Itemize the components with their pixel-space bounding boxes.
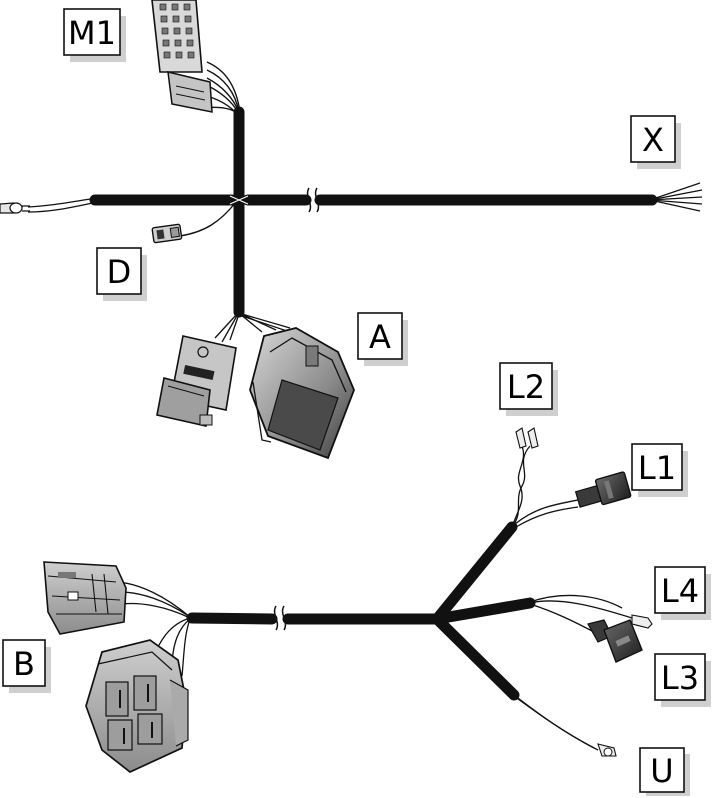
label-d-box: D [96,247,147,301]
label-l4: L4 [661,572,699,610]
label-l3-box: L3 [654,653,711,707]
left-terminal [0,202,30,214]
label-x-box: X [630,115,681,169]
d-connector [151,223,183,244]
u-wires [513,694,599,751]
d-wire [179,201,237,237]
label-a: A [369,318,391,356]
label-u: U [650,752,673,790]
l1-connector [574,471,632,508]
x-wire-ends [649,182,703,212]
label-l3: L3 [661,659,699,697]
branch-to-l3-l4 [431,597,536,625]
label-m1-box: M1 [63,8,126,62]
l1-wire [514,499,579,525]
label-b: B [13,645,35,683]
l2-twisted-wires [511,445,531,528]
l2-terminals [515,427,539,449]
upper-harness [0,0,703,460]
label-u-box: U [639,747,690,796]
label-l2-box: L2 [499,362,558,416]
lower-trunk-left [186,612,278,625]
junction-crossover [229,195,249,205]
m1-connector [151,0,213,113]
l3-l4-wires [529,594,633,633]
left-wire-ends [27,197,98,213]
branch-to-u [431,613,520,701]
label-l1: L1 [638,449,676,487]
label-b-box: B [2,639,51,693]
l1-wire-2 [515,506,579,528]
l4-terminal [631,614,653,629]
a-small-connector [156,335,237,427]
label-l1-box: L1 [631,443,688,497]
a-wires [214,313,303,343]
label-m1: M1 [68,14,116,52]
label-d: D [107,253,132,291]
b-lower-connector [85,639,189,773]
label-l4-box: L4 [654,566,711,620]
label-l2: L2 [507,368,545,406]
lower-harness [43,427,653,773]
label-x: X [642,121,664,159]
a-large-connector [249,327,355,460]
b-upper-connector [43,561,127,635]
u-terminal [597,743,617,757]
branch-to-l1-l2 [431,521,518,625]
label-a-box: A [357,312,408,366]
l3-connector [587,619,643,663]
